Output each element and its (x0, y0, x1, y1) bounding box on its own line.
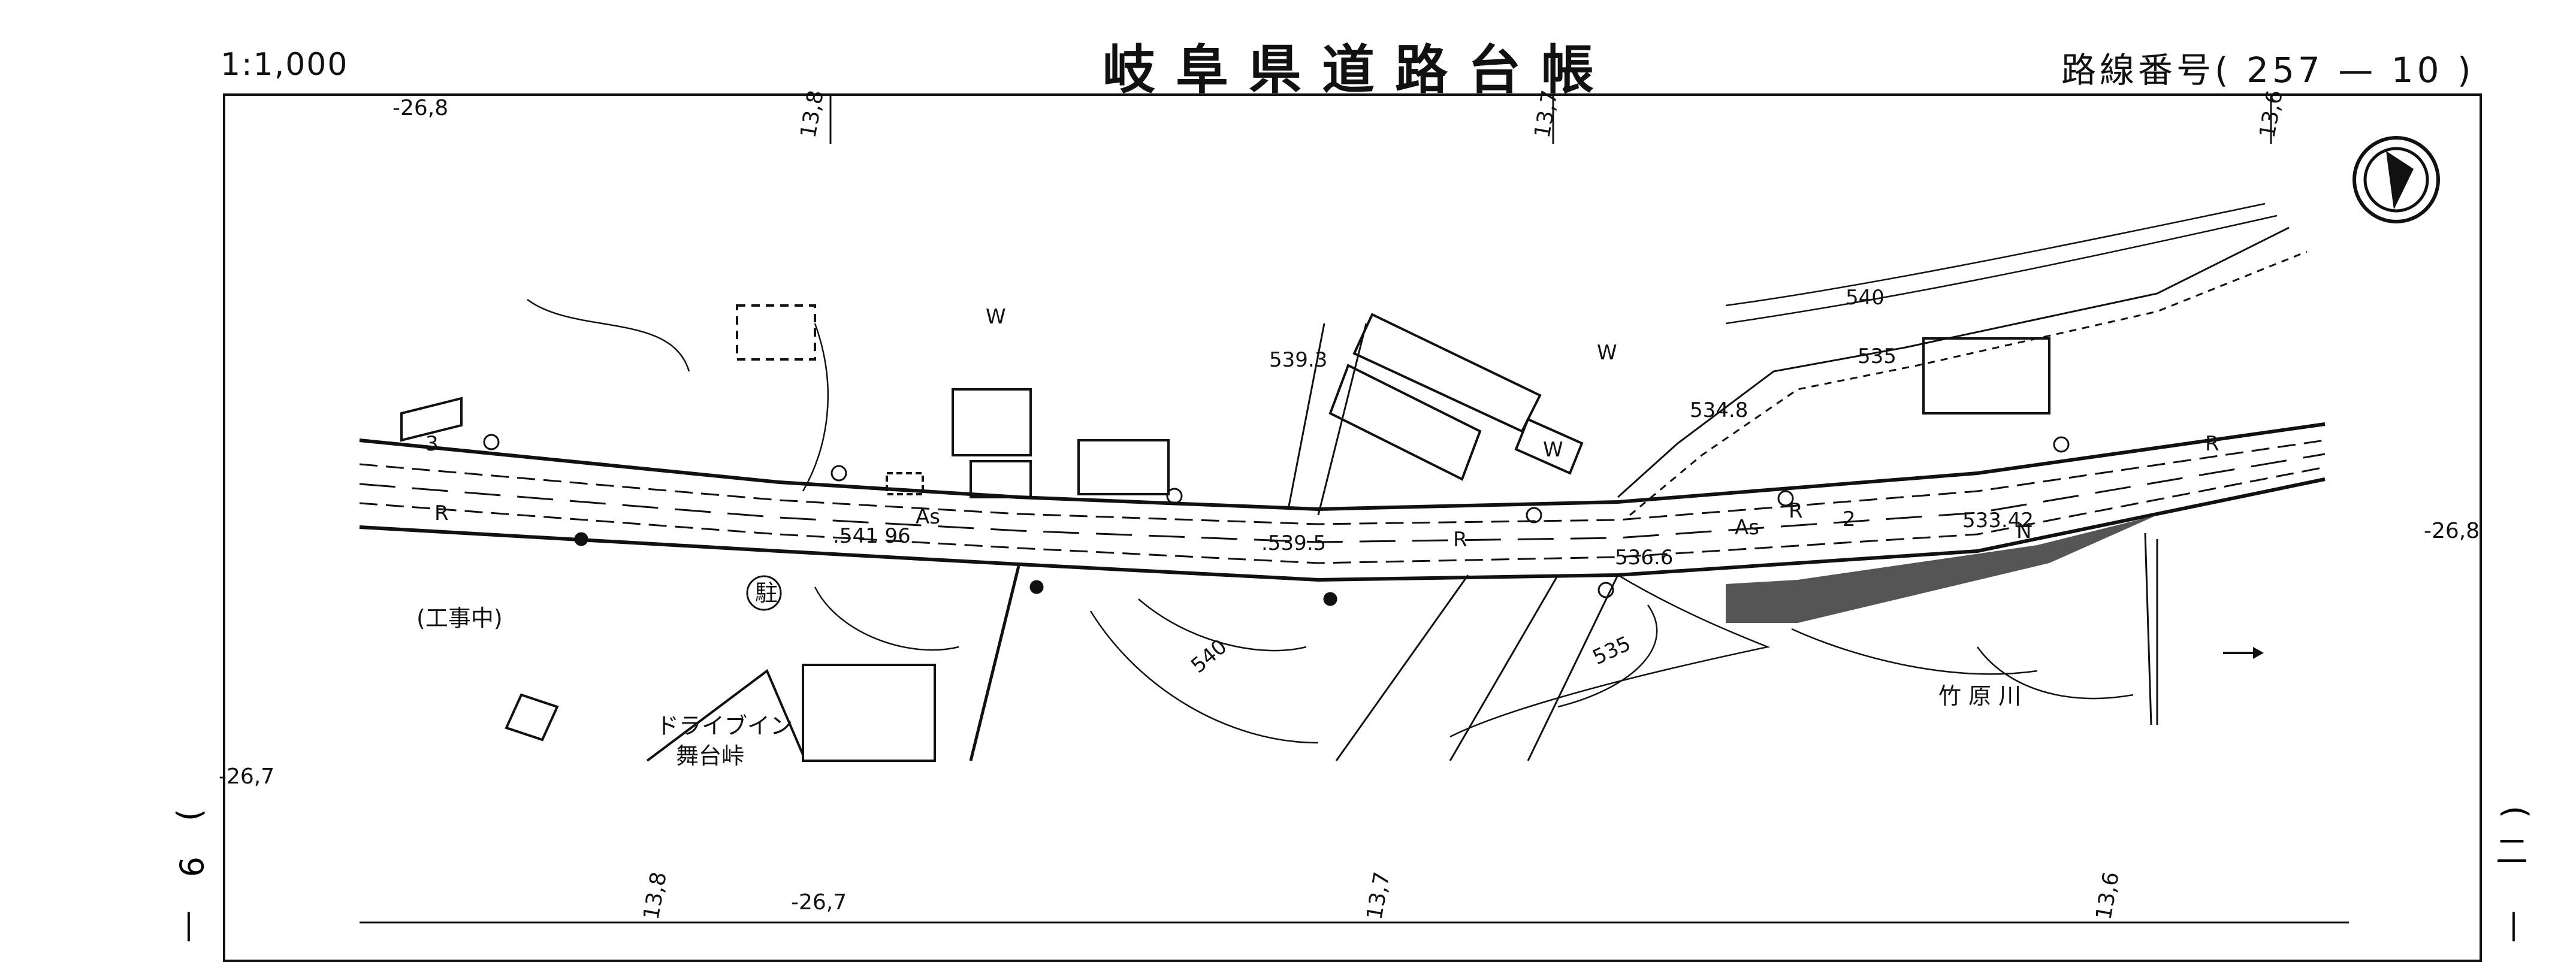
guardrail-label: R (2205, 432, 2219, 456)
map-scale: 1:1,000 (221, 47, 349, 83)
water-tank-label: W (1543, 438, 1563, 462)
coord-top-x3: 13,6 (2255, 89, 2287, 140)
coord-bottom-x1: 13,8 (639, 870, 671, 922)
surface-label-as: As (916, 505, 940, 529)
coord-bottom-x3: 13,6 (2091, 870, 2124, 922)
elevation-label: .539.5 (1261, 531, 1326, 555)
side-mark-right: 二 (2496, 833, 2528, 870)
elevation-label: 539.3 (1269, 348, 1327, 372)
side-roads (969, 226, 2308, 761)
contour-lines (527, 202, 2278, 744)
side-mark-left: ) (172, 809, 210, 821)
route-sheet: 10 (2391, 50, 2443, 90)
coord-top-x2: 13,7 (1530, 89, 1562, 140)
marker-number-label: 3 (425, 432, 439, 456)
elevation-label: .541 96 (833, 524, 911, 548)
side-mark-left: — (172, 910, 210, 942)
side-mark-right: ( (2497, 806, 2535, 818)
contour-label: 540 (1186, 635, 1231, 678)
elevation-label: 536.6 (1615, 546, 1673, 570)
route-dash: — (2338, 50, 2377, 90)
river-label: 竹 原 川 (1938, 683, 2021, 709)
route-open-paren: ( (2215, 50, 2232, 90)
route-close-paren: ) (2457, 50, 2475, 90)
marker-number-label: 2 (1843, 507, 1856, 531)
road-ledger-map: -26,8 13,8 13,7 13,6 -26,8 -26,7 13,8 -2… (172, 89, 2535, 942)
contour-label: 535 (1589, 631, 1635, 670)
river-flow-arrow-icon (2223, 647, 2264, 659)
parking-label: 駐 (755, 580, 778, 606)
coord-right-y: -26,8 (2424, 519, 2480, 543)
contour-label: 535 (1858, 344, 1896, 368)
route-label: 路線番号 (2061, 50, 2215, 90)
water-tank-label: W (986, 305, 1006, 329)
elevation-label: 533.42 (1962, 509, 2034, 533)
route-number-block: 路線番号( 257 — 10 ) (2061, 42, 2475, 92)
river-bank-hatch (1726, 515, 2157, 623)
water-tank-label: W (1597, 341, 1617, 365)
map-symbols (483, 434, 2070, 611)
guardrail-label: R (1453, 528, 1467, 552)
elevation-label: 534.8 (1690, 398, 1748, 422)
road-edges (359, 422, 2326, 582)
route-number: 257 (2246, 50, 2324, 90)
drive-in-place-label: 舞台峠 (676, 743, 744, 769)
under-construction-label: (工事中) (416, 605, 503, 631)
buildings (400, 304, 2050, 762)
drive-in-label: ドライブイン (656, 713, 793, 739)
north-arrow-icon (2352, 136, 2440, 223)
guardrail-label: R (434, 501, 449, 525)
contour-label: 540 (1846, 286, 1885, 310)
coord-bottom-y: -26,7 (791, 890, 847, 915)
surface-label-as: As (1735, 516, 1759, 540)
coord-top-left-y: -26,8 (392, 96, 448, 120)
north-mark-label: N (2016, 519, 2031, 543)
coordinate-ticks (360, 96, 2349, 924)
guardrail-label: R (1789, 499, 1803, 523)
page-title: 岐阜県道路台帳 (1103, 39, 1615, 101)
coord-left-y: -26,7 (219, 764, 274, 789)
coord-bottom-x2: 13,7 (1362, 870, 1394, 922)
side-mark-left: 9 (172, 857, 210, 877)
coord-top-x1: 13,8 (796, 89, 828, 140)
side-mark-right: — (2497, 910, 2535, 942)
